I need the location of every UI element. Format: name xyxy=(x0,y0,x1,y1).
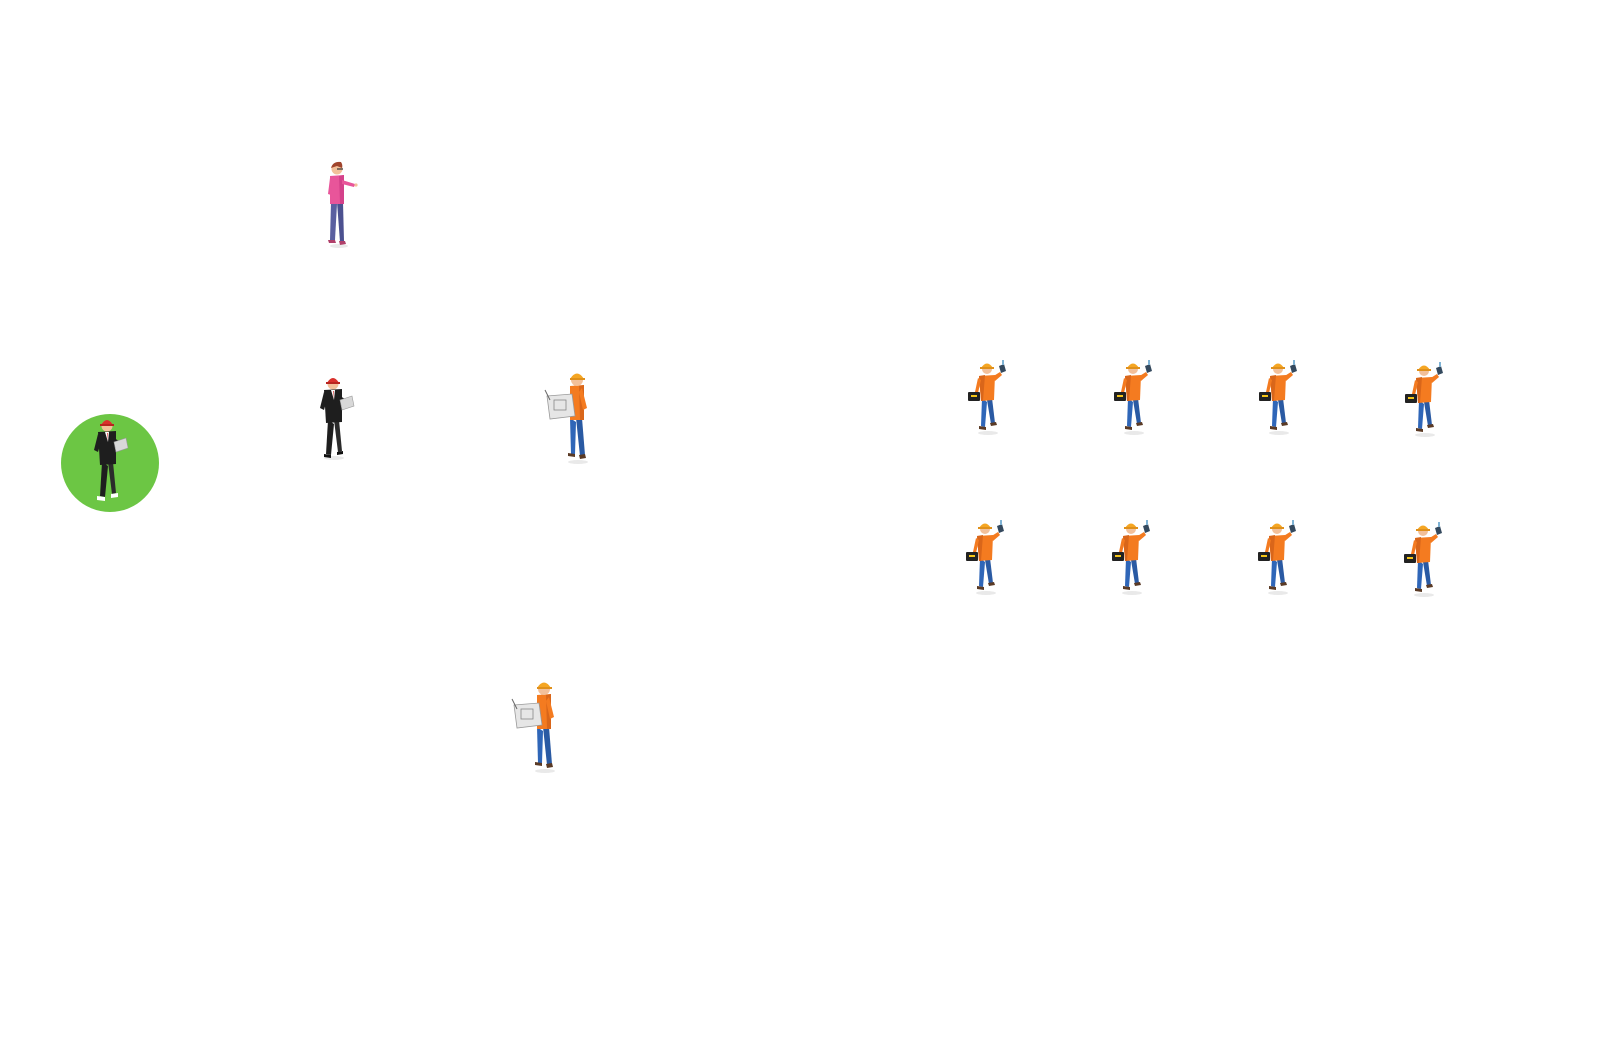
worker-icon[interactable] xyxy=(1110,356,1160,436)
worker-icon[interactable] xyxy=(1400,518,1450,598)
worker-icon[interactable] xyxy=(962,516,1012,596)
worker-icon[interactable] xyxy=(1401,358,1451,438)
worker-icon[interactable] xyxy=(1108,516,1158,596)
manager-icon[interactable] xyxy=(316,376,366,461)
worker-icon[interactable] xyxy=(1254,516,1304,596)
client-icon[interactable] xyxy=(325,160,365,250)
worker-icon[interactable] xyxy=(1255,356,1305,436)
worker-icon[interactable] xyxy=(964,356,1014,436)
selected-manager-icon[interactable] xyxy=(90,418,140,503)
engineer-icon[interactable] xyxy=(509,679,569,774)
engineer-icon[interactable] xyxy=(542,370,602,465)
